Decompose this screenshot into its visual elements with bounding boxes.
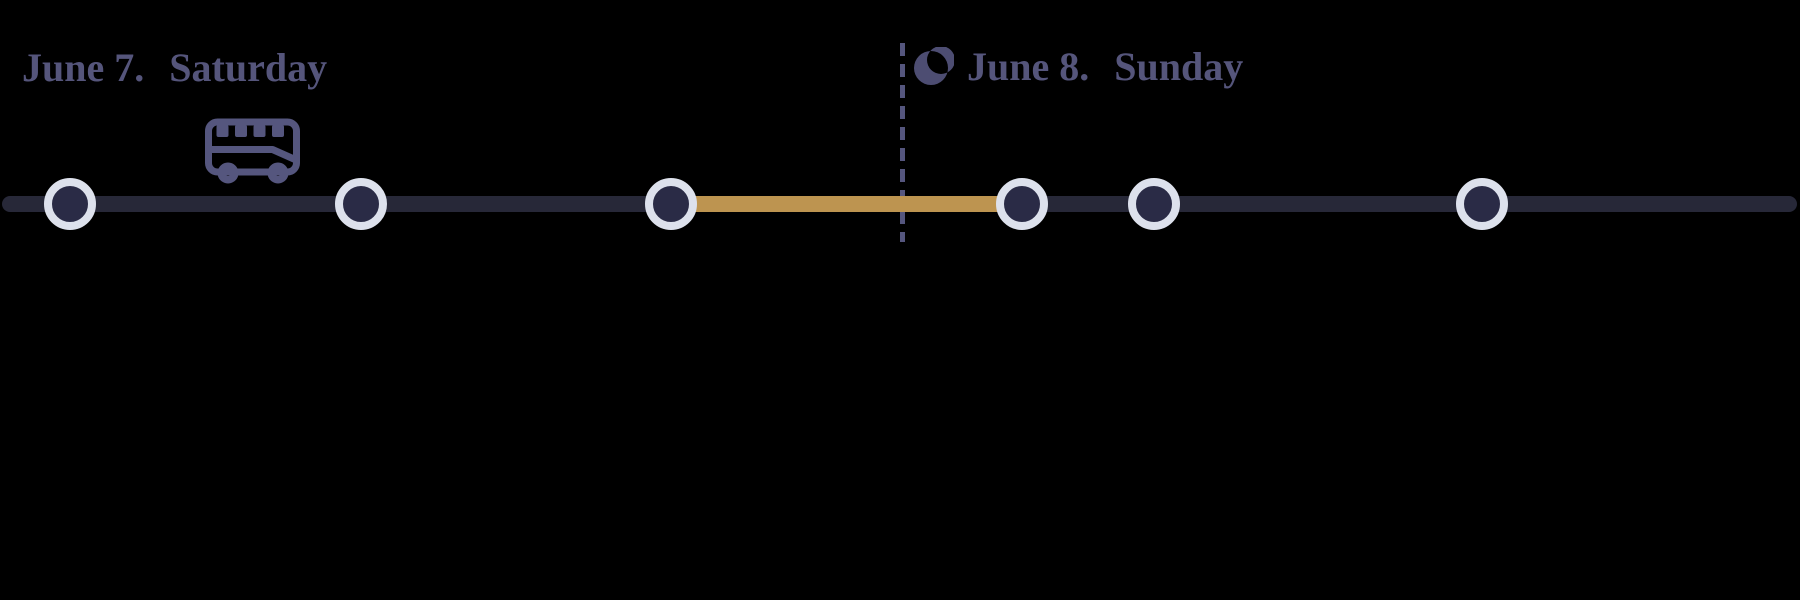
timeline-node-2[interactable] [335,178,387,230]
day2-date: June 8. [967,44,1090,89]
bus-icon [205,118,300,184]
day-label-june-7: June 7. Saturday [22,46,327,90]
day-label-june-8: June 8. Sunday [914,45,1243,89]
timeline-node-4[interactable] [996,178,1048,230]
day1-weekday: Saturday [169,45,328,90]
timeline-night-segment [671,196,1022,212]
timeline-node-3[interactable] [645,178,697,230]
moon-icon [914,47,954,85]
day2-weekday: Sunday [1114,44,1244,89]
timeline-node-5[interactable] [1128,178,1180,230]
timeline-node-1[interactable] [44,178,96,230]
day-divider-dashed-line [899,43,905,242]
day1-date: June 7. [22,45,145,90]
timeline-node-6[interactable] [1456,178,1508,230]
